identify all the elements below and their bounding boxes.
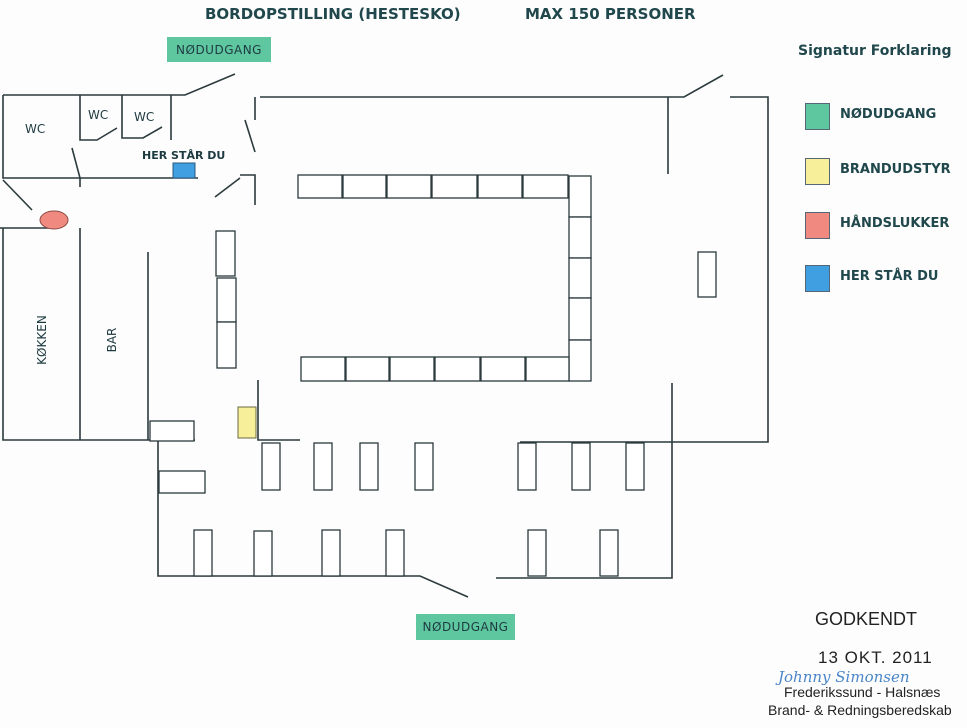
table	[625, 442, 645, 491]
approval-date: 13 OKT. 2011	[818, 648, 933, 667]
fire-extinguisher-marker	[39, 210, 69, 230]
legend-title: Signatur Forklaring	[798, 43, 952, 59]
legend-swatch-you-are-here	[805, 265, 830, 292]
table	[149, 420, 195, 442]
table	[414, 442, 434, 491]
you-are-here-label: HER STÅR DU	[142, 149, 226, 162]
approval-status: GODKENDT	[815, 609, 918, 629]
table	[386, 174, 432, 199]
table	[359, 442, 379, 491]
table	[385, 529, 405, 577]
table	[477, 174, 523, 199]
you-are-here-marker	[172, 162, 196, 179]
table	[599, 529, 619, 577]
table	[571, 442, 591, 491]
table	[261, 442, 281, 491]
bar-label: BAR	[105, 327, 119, 353]
table	[434, 356, 481, 382]
table	[297, 174, 343, 199]
table	[193, 529, 213, 577]
table	[253, 530, 273, 577]
legend-label: HÅNDSLUKKER	[840, 216, 950, 231]
table	[525, 356, 570, 382]
table	[568, 339, 592, 382]
table	[216, 321, 237, 369]
table	[568, 297, 592, 341]
walls	[0, 73, 769, 598]
table	[158, 470, 206, 494]
table	[321, 529, 341, 577]
signature: Johnny Simonsen	[778, 668, 910, 686]
authority-line-1: Frederikssund - Halsnæs	[784, 684, 941, 700]
table	[300, 356, 346, 382]
table	[568, 257, 592, 299]
tables	[149, 174, 717, 577]
wc-label: WC	[25, 122, 46, 136]
legend-label: HER STÅR DU	[840, 269, 939, 284]
fire-equipment-marker	[237, 406, 257, 439]
table	[342, 174, 387, 199]
table	[568, 216, 592, 259]
legend-swatch-extinguisher	[805, 212, 830, 239]
wc-label: WC	[134, 110, 155, 124]
wc-label: WC	[88, 108, 109, 122]
table	[431, 174, 478, 199]
legend-swatch-fire-equipment	[805, 158, 830, 185]
legend-swatch-exit	[805, 103, 830, 130]
capacity-label: MAX 150 PERSONER	[525, 5, 696, 23]
table	[215, 230, 236, 277]
legend-label: BRANDUDSTYR	[840, 162, 951, 177]
authority-line-2: Brand- & Redningsberedskab	[768, 702, 952, 718]
legend-label: NØDUDGANG	[840, 107, 937, 122]
kitchen-label: KØKKEN	[35, 315, 49, 365]
table	[697, 251, 717, 298]
emergency-exit-bottom: NØDUDGANG	[416, 614, 515, 640]
emergency-exit-top: NØDUDGANG	[167, 37, 271, 62]
table	[568, 175, 592, 218]
table	[527, 529, 547, 577]
table	[345, 356, 390, 382]
table	[522, 174, 569, 199]
table	[389, 356, 435, 382]
table	[313, 442, 333, 491]
table	[517, 442, 537, 491]
table	[480, 356, 526, 382]
table	[216, 277, 237, 323]
page-title: BORDOPSTILLING (HESTESKO)	[205, 5, 461, 23]
